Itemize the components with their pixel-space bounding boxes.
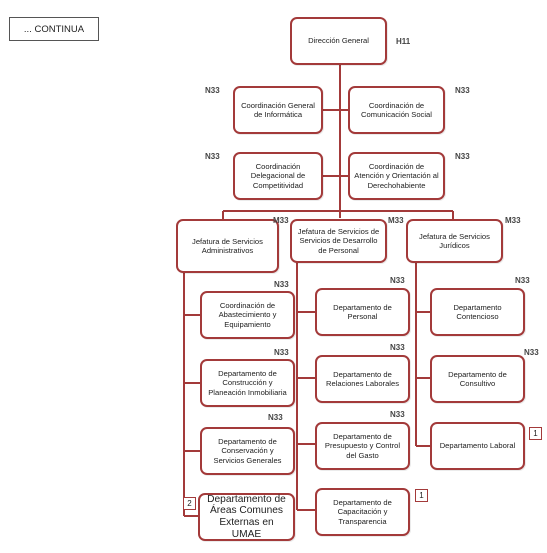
continua-label: ... CONTINUA — [9, 17, 99, 41]
node-departamento-capacitacion: Departamento de Capacitación y Transpare… — [315, 488, 410, 536]
node-jefatura-juridicos: Jefatura de Servicios Jurídicos — [406, 219, 503, 263]
node-departamento-contencioso: Departamento Contencioso — [430, 288, 525, 336]
node-departamento-relaciones-laborales: Departamento de Relaciones Laborales — [315, 355, 410, 403]
node-departamento-presupuesto: Departamento de Presupuesto y Control de… — [315, 422, 410, 470]
node-departamento-areas-comunes: Departamento de Áreas Comunes Externas e… — [198, 493, 295, 541]
node-label: Departamento de Áreas Comunes Externas e… — [207, 493, 286, 540]
node-label: Jefatura de Servicios Jurídicos — [419, 231, 490, 250]
node-departamento-conservacion: Departamento de Conservación y Servicios… — [200, 427, 295, 475]
node-label: Departamento de Presupuesto y Control de… — [324, 432, 401, 460]
node-coordinacion-informatica: Coordinación General de Informática — [233, 86, 323, 134]
level-code: N33 — [390, 343, 405, 352]
level-code: N33 — [205, 86, 220, 95]
node-coordinacion-atencion: Coordinación de Atención y Orientación a… — [348, 152, 445, 200]
node-direccion-general: Dirección General — [290, 17, 387, 65]
level-code: M33 — [505, 216, 521, 225]
node-label: Coordinación de Comunicación Social — [361, 100, 432, 119]
note-badge: 1 — [529, 427, 542, 440]
node-label: Departamento de Capacitación y Transpare… — [333, 498, 392, 526]
level-code: N33 — [390, 276, 405, 285]
node-label: Coordinación Delegacional de Competitivi… — [250, 162, 306, 190]
level-code: N33 — [455, 152, 470, 161]
node-jefatura-desarrollo-personal: Jefatura de Servicios de Servicios de De… — [290, 219, 387, 263]
note-badge: 2 — [183, 497, 196, 510]
node-coordinacion-comunicacion: Coordinación de Comunicación Social — [348, 86, 445, 134]
node-label: Coordinación de Atención y Orientación a… — [354, 162, 439, 190]
level-code: N33 — [274, 280, 289, 289]
note-badge: 1 — [415, 489, 428, 502]
node-label: Dirección General — [308, 36, 369, 46]
node-label: Departamento de Consultivo — [448, 369, 507, 388]
node-label: Jefatura de Servicios de Servicios de De… — [297, 227, 380, 255]
level-code: M33 — [388, 216, 404, 225]
node-departamento-laboral: Departamento Laboral — [430, 422, 525, 470]
level-code: N33 — [390, 410, 405, 419]
level-code: N33 — [268, 413, 283, 422]
node-coordinacion-abastecimiento: Coordinación de Abastecimiento y Equipam… — [200, 291, 295, 339]
node-coordinacion-competitividad: Coordinación Delegacional de Competitivi… — [233, 152, 323, 200]
level-code: N33 — [524, 348, 539, 357]
node-label: Coordinación de Abastecimiento y Equipam… — [218, 301, 277, 329]
level-code: N33 — [515, 276, 530, 285]
node-label: Departamento Laboral — [439, 441, 516, 451]
level-code: M33 — [273, 216, 289, 225]
level-code: N33 — [205, 152, 220, 161]
node-label: Jefatura de Servicios Administrativos — [192, 236, 263, 255]
node-label: Departamento de Personal — [333, 302, 392, 321]
node-departamento-consultivo: Departamento de Consultivo — [430, 355, 525, 403]
node-label: Coordinación General de Informática — [241, 100, 315, 119]
node-label: Departamento de Construcción y Planeació… — [208, 369, 287, 397]
node-label: Departamento de Conservación y Servicios… — [213, 437, 282, 465]
node-label: Departamento Contencioso — [453, 302, 502, 321]
level-code: N33 — [274, 348, 289, 357]
level-code: N33 — [455, 86, 470, 95]
node-jefatura-administrativos: Jefatura de Servicios Administrativos — [176, 219, 279, 273]
level-code: H11 — [396, 37, 411, 46]
node-departamento-construccion: Departamento de Construcción y Planeació… — [200, 359, 295, 407]
node-label: Departamento de Relaciones Laborales — [325, 369, 400, 388]
node-departamento-personal: Departamento de Personal — [315, 288, 410, 336]
